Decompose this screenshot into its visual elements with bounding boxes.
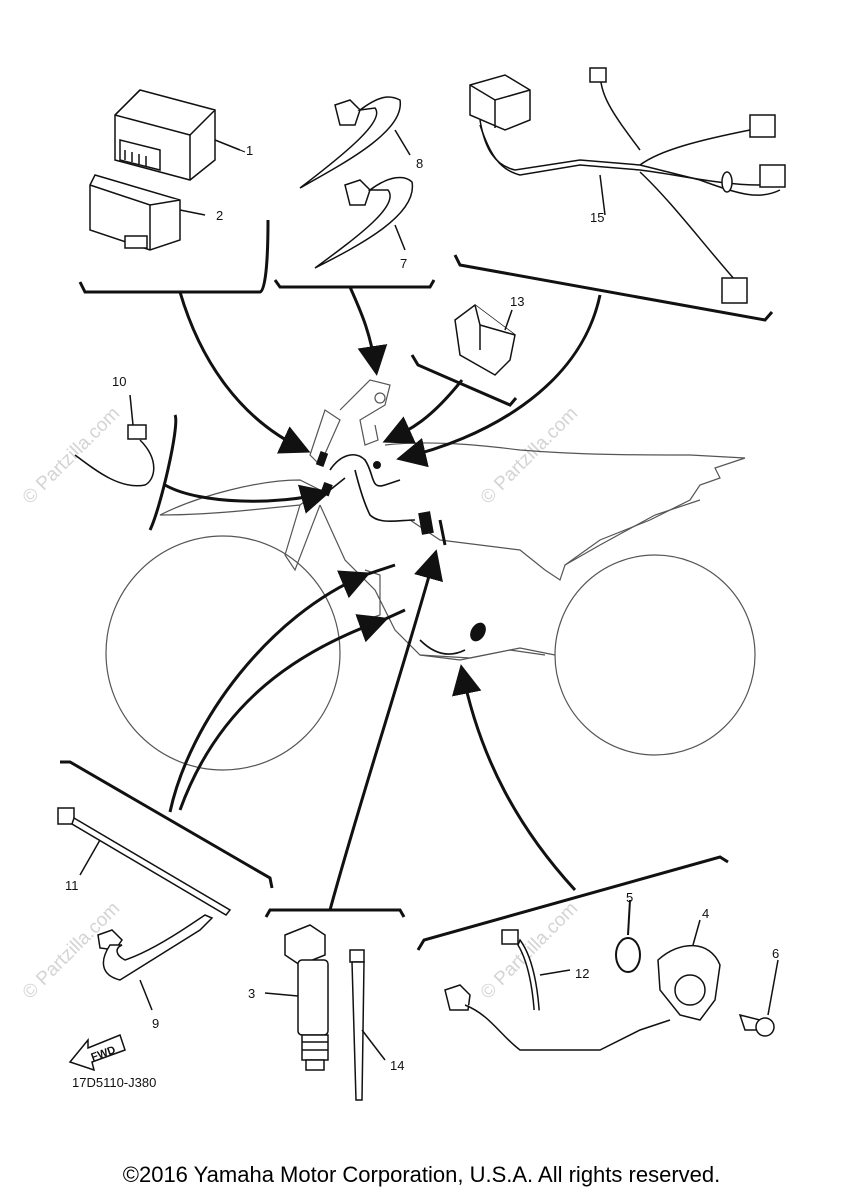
callout-labels: 1 2 8 7 15 13 10 11 9 3 14 12 5 4 6 (65, 143, 779, 1073)
bracket-4-5-6-12 (416, 855, 729, 951)
rear-wheel (554, 554, 756, 756)
bracket-13 (410, 354, 518, 407)
arrow-13 (382, 379, 464, 444)
callout-12: 12 (575, 966, 589, 981)
callout-13: 13 (510, 294, 524, 309)
arrow-4-group (452, 664, 577, 892)
callout-6: 6 (772, 946, 779, 961)
arrow-11-9-a (168, 570, 371, 813)
fwd-arrow: FWD (68, 1034, 126, 1072)
bracket-10 (148, 414, 178, 531)
callout-10: 10 (112, 374, 126, 389)
bike-wiring (329, 454, 466, 655)
front-wheel (105, 535, 341, 771)
arrow-11-9-b (178, 614, 389, 811)
part-14-cable-tie (349, 949, 386, 1101)
part-5-o-ring (615, 899, 641, 973)
arrow-15 (396, 294, 602, 468)
watermark-center: © Partzilla.com (477, 403, 582, 508)
bracket-hole (374, 392, 386, 404)
part-1-ecu-unit (114, 89, 241, 181)
bracket-7-8 (273, 279, 436, 289)
copyright-notice: ©2016 Yamaha Motor Corporation, U.S.A. A… (122, 1162, 721, 1187)
part-6-bolt (738, 959, 779, 1037)
bracket-1-2 (78, 219, 270, 294)
part-8-band (299, 96, 411, 189)
part-13-bracket (454, 304, 516, 376)
part-10-clamp (74, 394, 155, 487)
part-9-band (97, 914, 214, 1011)
watermarks: © Partzilla.com © Partzilla.com © Partzi… (19, 403, 582, 1003)
callout-9: 9 (152, 1016, 159, 1031)
arrow-1-2 (178, 291, 311, 454)
callout-4: 4 (702, 906, 709, 921)
arrow-10 (164, 483, 331, 514)
part-7-band (314, 176, 414, 269)
frame-front (284, 504, 321, 572)
callout-8: 8 (416, 156, 423, 171)
motorcycle-outline (105, 379, 756, 771)
callout-3: 3 (248, 986, 255, 1001)
callout-15: 15 (590, 210, 604, 225)
part-3-ignition-coil (264, 924, 329, 1071)
callout-7: 7 (400, 256, 407, 271)
arrow-7-8 (348, 286, 388, 376)
part-11-cable-tie (57, 807, 232, 916)
part-2-cover (89, 174, 206, 251)
callout-14: 14 (390, 1058, 404, 1073)
fuel-tank-and-seat (384, 442, 746, 581)
callout-5: 5 (626, 890, 633, 905)
leader-arrows (164, 286, 602, 911)
rear-fender (564, 499, 701, 566)
callout-11: 11 (65, 878, 79, 893)
callout-1: 1 (246, 143, 253, 158)
callout-2: 2 (216, 208, 223, 223)
part-4-sensor (444, 919, 721, 1051)
diagram-reference: 17D5110-J380 (72, 1075, 156, 1090)
part-15-wire-harness (469, 67, 786, 304)
small-connectors (364, 519, 447, 622)
bracket-11-9 (60, 760, 274, 889)
leader-lines (239, 149, 246, 153)
headlight-bracket (339, 379, 391, 446)
arrow-3-14 (328, 549, 443, 911)
bracket-15 (453, 254, 774, 322)
group-brackets (60, 219, 774, 951)
watermark-bottom-center: © Partzilla.com (477, 898, 582, 1003)
bracket-3-14 (264, 908, 406, 918)
swingarm (419, 647, 556, 659)
